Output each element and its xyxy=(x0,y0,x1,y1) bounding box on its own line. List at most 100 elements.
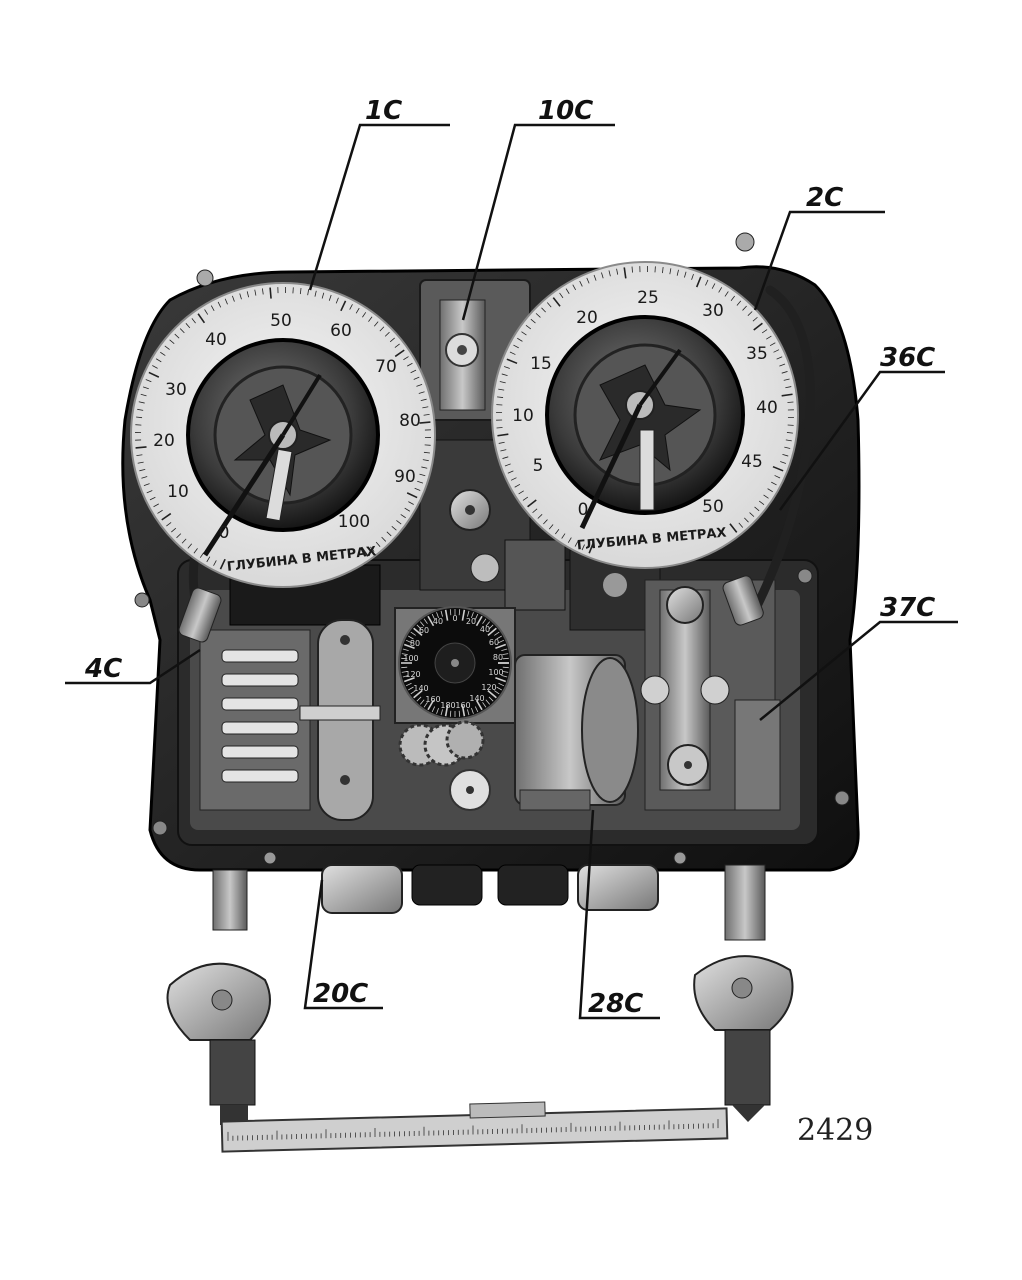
small-dial-number: 60 xyxy=(489,638,499,647)
tick-mark xyxy=(136,416,143,419)
tick-mark xyxy=(467,709,470,716)
tick-mark xyxy=(389,337,395,343)
tick-mark xyxy=(530,318,536,324)
tick-mark xyxy=(403,643,415,650)
tick-mark xyxy=(419,421,431,424)
fuse xyxy=(221,721,299,735)
fuse xyxy=(221,769,299,783)
left-dial-number: 30 xyxy=(165,380,187,400)
tick-mark xyxy=(781,371,788,374)
tick-mark xyxy=(761,329,768,334)
callout-28c: 28С xyxy=(588,989,643,1019)
callout-37c: 37С xyxy=(880,593,935,623)
tick-mark xyxy=(142,386,149,390)
tick-mark xyxy=(155,358,162,363)
tick-mark xyxy=(402,648,409,651)
tick-mark xyxy=(176,533,182,539)
tick-mark xyxy=(406,492,418,499)
tick-mark xyxy=(535,313,541,318)
tick-mark xyxy=(502,456,509,459)
tick-mark xyxy=(502,666,509,669)
small-dial-number: 160 xyxy=(425,695,440,704)
tick-mark xyxy=(149,496,156,501)
tick-mark xyxy=(187,543,193,549)
tick-mark xyxy=(135,446,147,449)
tick-mark xyxy=(467,610,470,617)
tick-mark xyxy=(487,690,497,699)
tick-mark xyxy=(461,705,466,717)
tick-mark xyxy=(730,295,735,302)
tick-mark xyxy=(431,706,436,713)
right-mechanism xyxy=(640,579,781,811)
tick-mark xyxy=(499,381,506,384)
tick-mark xyxy=(169,339,175,345)
callout-2c: 2С xyxy=(806,183,843,213)
tick-mark xyxy=(579,280,583,287)
tick-mark xyxy=(561,533,566,539)
tick-mark xyxy=(160,351,166,356)
tick-mark xyxy=(555,528,560,535)
left-dial-number: 70 xyxy=(375,357,397,377)
tick-mark xyxy=(204,309,209,315)
tick-mark xyxy=(494,631,500,636)
tick-mark xyxy=(213,560,217,566)
plate-number: 2429 xyxy=(797,1113,873,1148)
tick-mark xyxy=(532,508,538,514)
tick-mark xyxy=(418,391,425,394)
tick-mark xyxy=(488,624,494,630)
tick-mark xyxy=(416,384,423,387)
tick-mark xyxy=(514,483,521,488)
right-dial-number: 5 xyxy=(533,456,544,476)
small-dial-number: 100 xyxy=(488,668,503,677)
tick-mark xyxy=(405,639,412,644)
tick-mark xyxy=(474,706,479,713)
tick-mark xyxy=(164,345,170,350)
right-dial-ticks xyxy=(496,266,794,554)
tick-mark xyxy=(495,676,507,683)
tick-mark xyxy=(360,546,369,557)
tick-mark xyxy=(752,316,758,322)
tick-mark xyxy=(574,541,579,547)
callout-labels: 1С 10С 2С 36С 37С 4С 20С 28С xyxy=(84,96,935,1019)
tick-mark xyxy=(193,548,198,554)
left-dial-number: 90 xyxy=(394,467,416,487)
tick-mark xyxy=(185,323,191,329)
tick-mark xyxy=(197,313,206,324)
left-dial-number: 10 xyxy=(167,482,189,502)
left-valve xyxy=(166,869,271,1125)
tick-mark xyxy=(586,277,590,284)
tick-mark xyxy=(413,690,423,699)
right-dial-number: 45 xyxy=(741,452,763,472)
tick-mark xyxy=(171,527,177,533)
tick-mark xyxy=(314,290,317,297)
tick-mark xyxy=(509,351,516,355)
tick-mark xyxy=(736,300,742,306)
tick-mark xyxy=(136,454,143,456)
tick-mark xyxy=(152,365,158,369)
tick-mark xyxy=(181,538,187,544)
left-dial-needle xyxy=(202,433,286,557)
tick-mark xyxy=(497,396,504,398)
tick-mark xyxy=(496,686,502,691)
tick-mark xyxy=(431,613,436,620)
tick-mark xyxy=(501,373,508,376)
tick-mark xyxy=(785,439,792,442)
tick-mark xyxy=(695,276,702,288)
tick-mark xyxy=(500,449,507,452)
fuse xyxy=(221,745,299,759)
tick-mark xyxy=(676,269,679,276)
tube-fittings xyxy=(178,575,764,643)
tick-mark xyxy=(408,501,414,505)
tick-mark xyxy=(419,473,426,477)
tick-mark xyxy=(423,618,428,624)
tick-mark xyxy=(588,542,595,554)
tick-mark xyxy=(763,494,769,499)
left-dial-number: 50 xyxy=(270,311,292,331)
scale-ruler xyxy=(220,1101,729,1153)
tick-mark xyxy=(744,517,749,523)
tick-mark xyxy=(375,541,381,547)
tick-mark xyxy=(370,546,375,552)
tick-mark xyxy=(506,358,518,365)
center-mechanism xyxy=(419,279,661,631)
